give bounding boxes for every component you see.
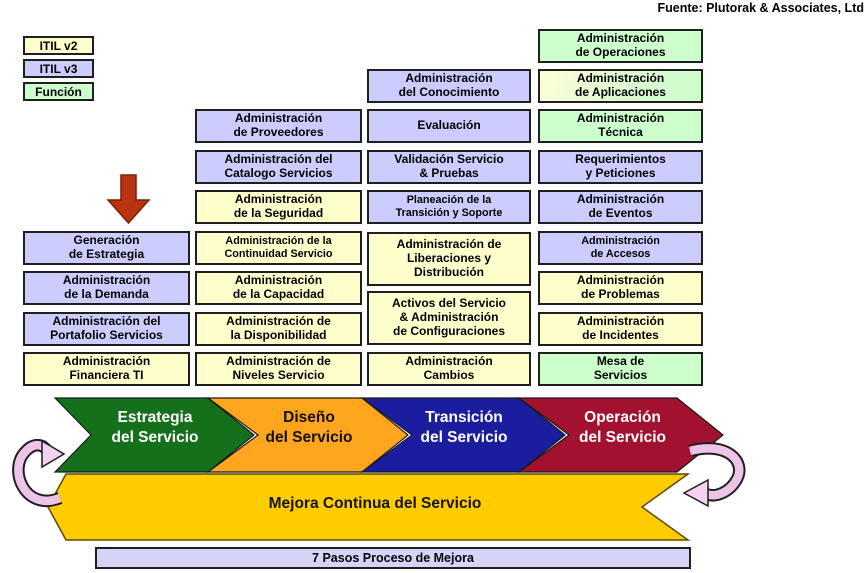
process-box: Evaluación bbox=[367, 109, 531, 143]
process-box: Administración de Problemas bbox=[538, 271, 703, 305]
process-box: Administración Financiera TI bbox=[23, 352, 190, 386]
process-box: Administración del Conocimiento bbox=[367, 69, 531, 103]
legend-itil-v2: ITIL v2 bbox=[23, 36, 94, 55]
source-note: Fuente: Plutorak & Associates, Ltd bbox=[657, 1, 864, 15]
circular-arrow-right-head bbox=[682, 478, 709, 508]
down-arrow-icon bbox=[106, 174, 151, 225]
process-box: Administración de la Seguridad bbox=[195, 190, 362, 224]
stage-arrow-operacion bbox=[517, 397, 724, 473]
stage-label-transicion: Transición del Servicio bbox=[420, 409, 508, 446]
process-box: Administración de Eventos bbox=[538, 190, 703, 224]
process-box: Administración de Niveles Servicio bbox=[195, 352, 362, 386]
legend-funcion: Función bbox=[23, 82, 94, 101]
process-box: Administración de Liberaciones y Distrib… bbox=[367, 232, 531, 286]
circular-arrow-left-band bbox=[14, 440, 62, 505]
stage-label-diseno: Diseño del Servicio bbox=[265, 409, 353, 446]
process-box: Generación de Estrategia bbox=[23, 231, 190, 265]
process-box: Administración del Catalogo Servicios bbox=[195, 150, 362, 184]
process-box: Administración de Aplicaciones bbox=[538, 69, 703, 103]
process-box: Administración de la Capacidad bbox=[195, 271, 362, 305]
process-box: Mesa de Servicios bbox=[538, 352, 703, 386]
legend-itil-v3: ITIL v3 bbox=[23, 59, 94, 78]
process-box: Administración de Accesos bbox=[538, 231, 703, 265]
process-box: Administración de la Demanda bbox=[23, 271, 190, 305]
circular-arrow-left-head bbox=[41, 439, 66, 469]
process-box: Administración de la Continuidad Servici… bbox=[195, 231, 362, 265]
seven-steps-bar: 7 Pasos Proceso de Mejora bbox=[95, 547, 691, 569]
process-box: Administración de la Disponibilidad bbox=[195, 312, 362, 346]
process-box: Activos del Servicio & Administración de… bbox=[367, 291, 531, 345]
continual-improvement-label: Mejora Continua del Servicio bbox=[268, 495, 482, 512]
process-box: Requerimientos y Peticiones bbox=[538, 150, 703, 184]
process-box: Validación Servicio & Pruebas bbox=[367, 150, 531, 184]
process-box: Administración de Operaciones bbox=[538, 29, 703, 63]
process-box: Administración de Proveedores bbox=[195, 109, 362, 143]
process-box: Administración Cambios bbox=[367, 352, 531, 386]
process-box: Planeación de la Transición y Soporte bbox=[367, 190, 531, 224]
process-box: Administración de Incidentes bbox=[538, 312, 703, 346]
process-box: Administración Técnica bbox=[538, 109, 703, 143]
stage-label-estrategia: Estrategia del Servicio bbox=[111, 409, 199, 446]
circular-arrow-right-band bbox=[688, 444, 744, 500]
process-box: Administración del Portafolio Servicios bbox=[23, 312, 190, 346]
stage-label-operacion: Operación del Servicio bbox=[578, 409, 666, 446]
